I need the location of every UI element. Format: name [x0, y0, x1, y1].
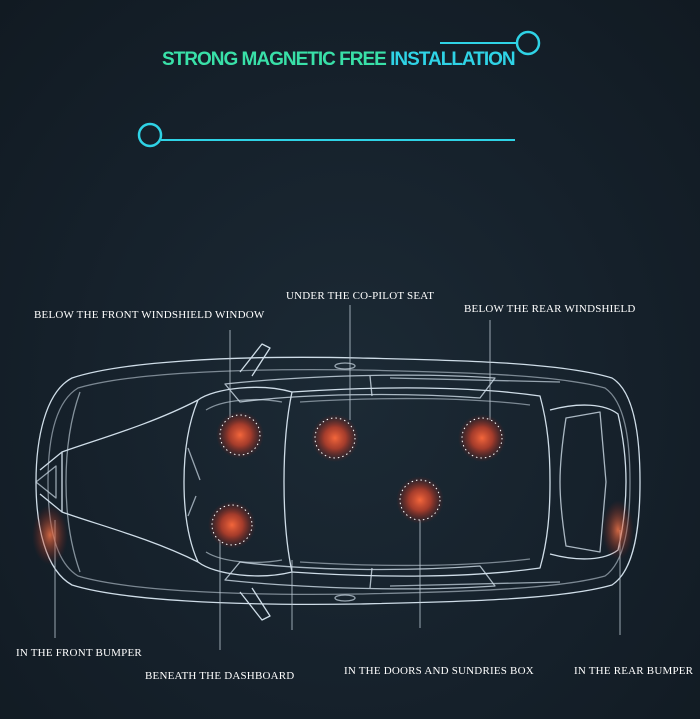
label-front-windshield: BELOW THE FRONT WINDSHIELD WINDOW	[34, 309, 265, 321]
label-doors-box: IN THE DOORS AND SUNDRIES BOX	[344, 665, 534, 677]
magnet-spot-rear-windshield	[458, 414, 506, 462]
magnet-spot-front-bumper	[32, 505, 68, 565]
magnet-spot-doors-box	[396, 476, 444, 524]
leader-lines	[54, 305, 621, 650]
decor-line-middle	[137, 122, 515, 148]
magnet-spot-front-windshield	[216, 411, 264, 459]
magnet-spot-dashboard	[208, 501, 256, 549]
headline: STRONG MAGNETIC FREE INSTALLATION	[162, 49, 516, 71]
magnet-spot-rear-bumper	[602, 500, 634, 560]
car-outline	[35, 343, 641, 621]
label-rear-windshield: BELOW THE REAR WINDSHIELD	[464, 303, 636, 315]
label-dashboard: BENEATH THE DASHBOARD	[145, 670, 295, 682]
label-rear-bumper: IN THE REAR BUMPER	[574, 665, 694, 677]
label-front-bumper: IN THE FRONT BUMPER	[16, 647, 142, 659]
headline-part-1: STRONG MAGNETIC FREE	[162, 49, 391, 70]
label-copilot-seat: UNDER THE CO-PILOT SEAT	[286, 290, 435, 302]
magnet-spot-copilot-seat	[311, 414, 359, 462]
headline-part-2: INSTALLATION	[390, 49, 515, 70]
decor-line-top	[440, 30, 541, 56]
